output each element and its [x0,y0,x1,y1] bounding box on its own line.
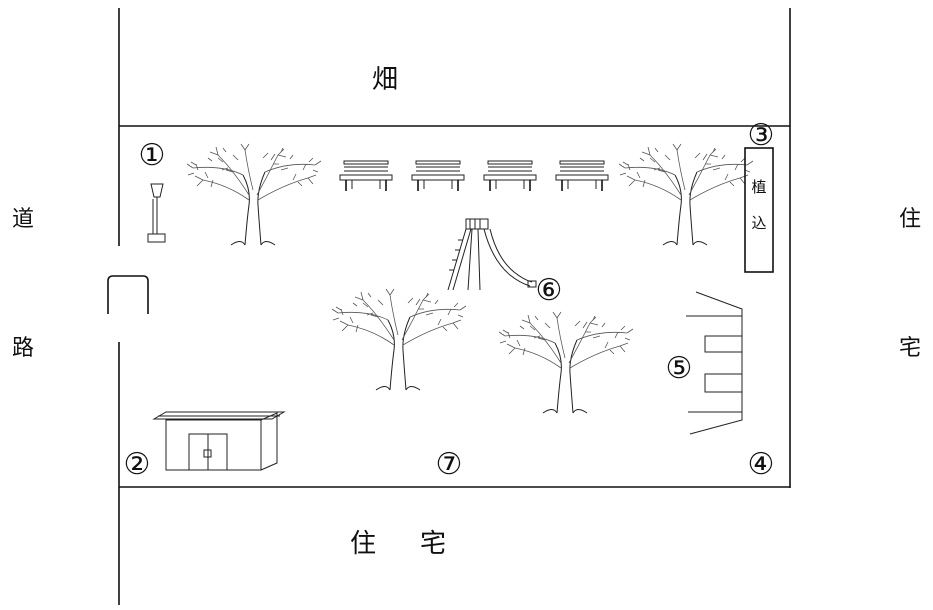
street-lamp-icon [147,183,166,243]
entrance-gate [107,275,149,314]
marker-4: ④ [748,447,775,482]
bench-icon [483,160,537,192]
label-housing-bottom-2: 宅 [420,529,446,559]
label-field: 畑 [372,65,398,95]
tree-icon [618,143,754,246]
marker-6: ⑥ [536,273,563,308]
planting-label-1: 植 [751,178,766,196]
tree-icon [498,311,634,414]
label-housing-bottom-1: 住 [350,529,376,559]
tree-icon [186,143,322,246]
tree-icon [331,288,467,391]
label-road-1: 道 [12,207,34,232]
bench-icon [555,160,609,192]
boundary-lines [118,8,791,605]
bench-icon [411,160,465,192]
label-road-2: 路 [12,336,34,361]
marker-5: ⑤ [666,351,693,386]
slide-icon [447,218,537,291]
swing-icon [686,291,743,435]
planting-label-2: 込 [751,214,766,232]
planting-box: 植 込 [744,147,774,273]
marker-3: ③ [748,118,775,153]
marker-2: ② [124,447,151,482]
storage-shed-icon [152,411,286,471]
marker-1: ① [139,138,166,173]
label-housing-right-1: 住 [899,207,921,232]
bench-icon [339,160,393,192]
label-housing-right-2: 宅 [899,336,921,361]
marker-7: ⑦ [436,447,463,482]
